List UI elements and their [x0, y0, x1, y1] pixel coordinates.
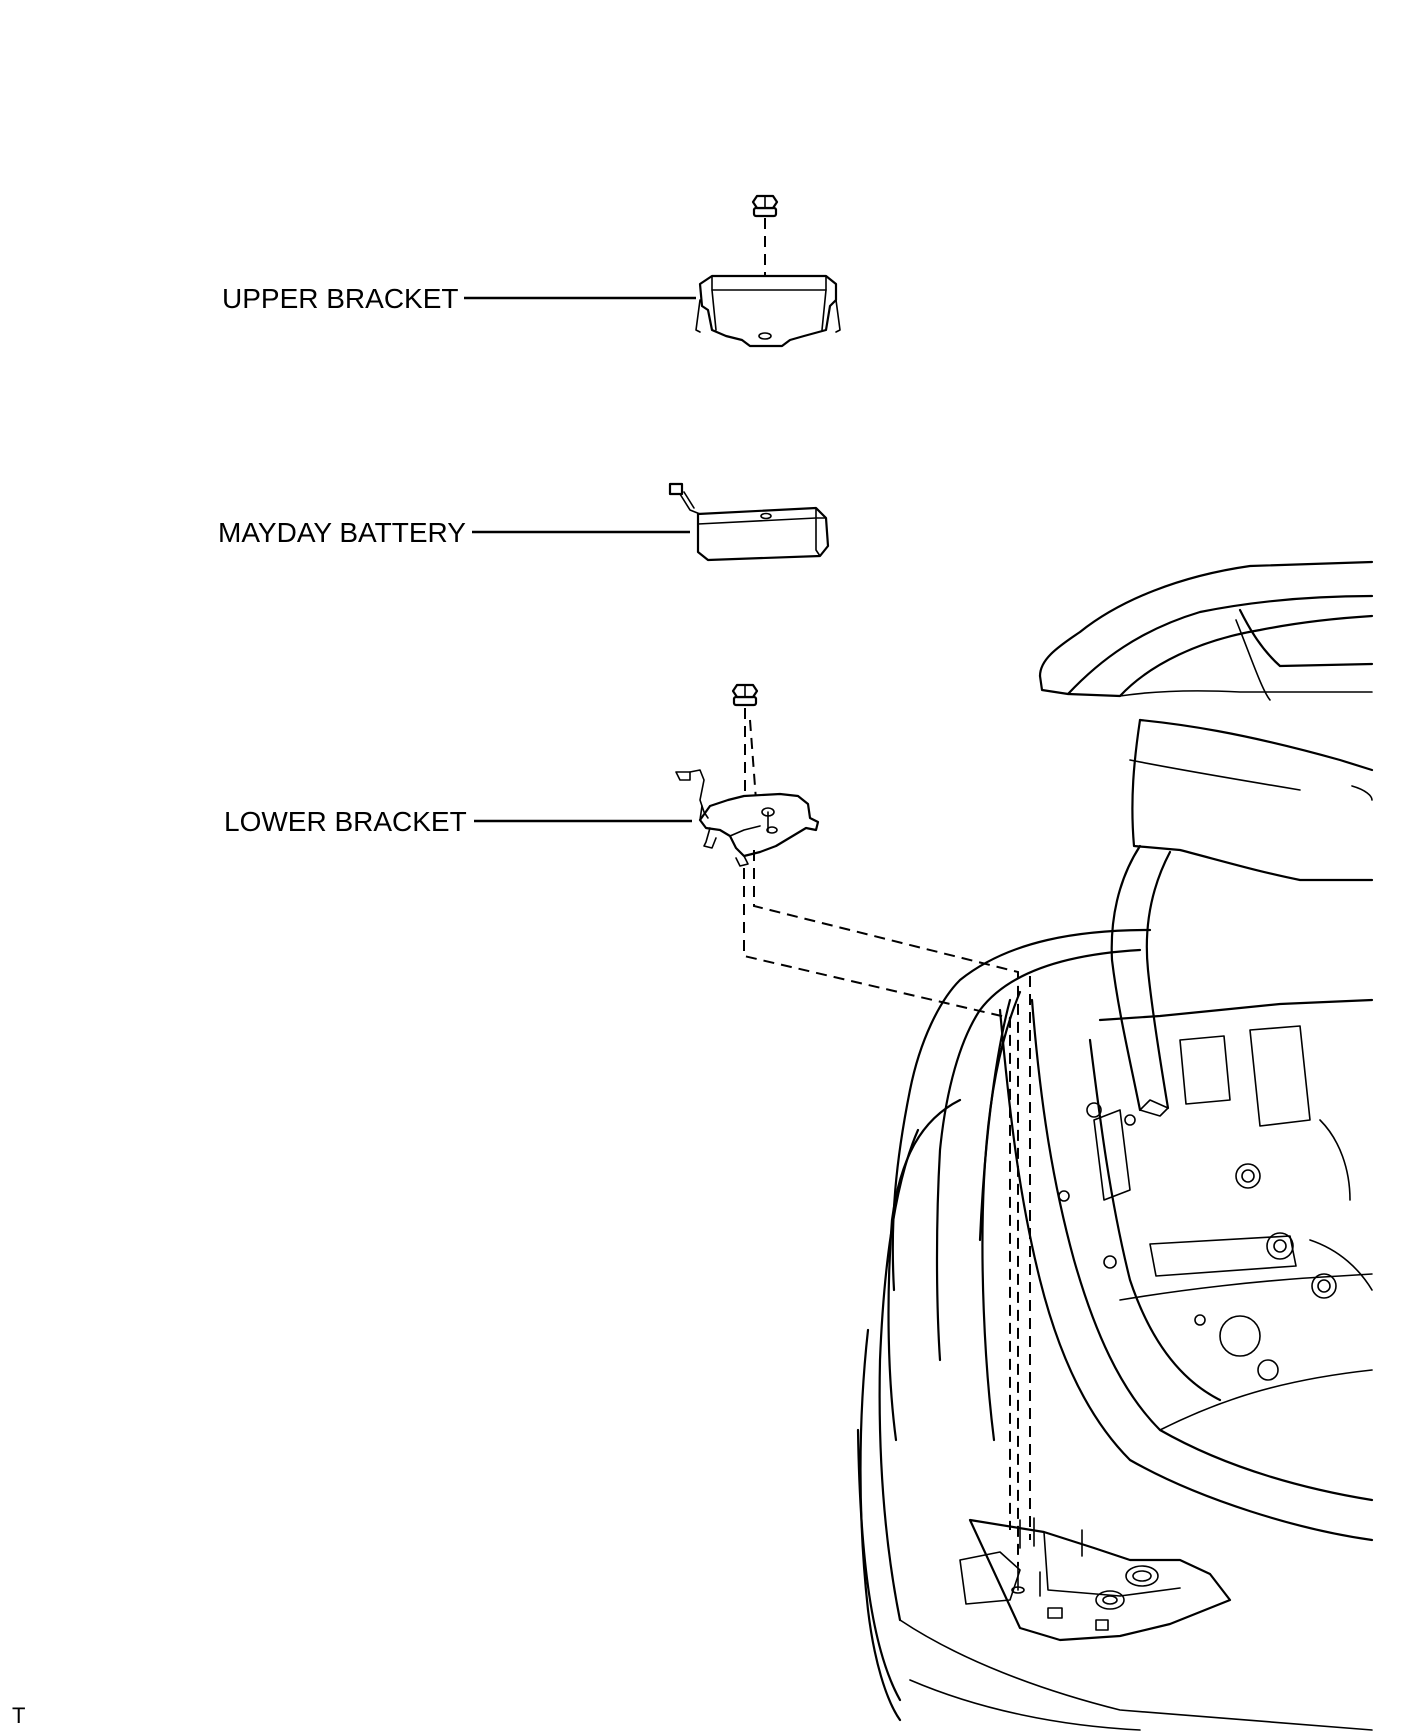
upper-bracket	[695, 274, 841, 348]
callout-lower-bracket: LOWER BRACKET	[224, 806, 692, 837]
corner-mark: T	[12, 1703, 25, 1728]
install-guide-line-b	[743, 868, 1011, 1530]
vehicle-rear-body	[856, 560, 1374, 1731]
upper-nut	[751, 194, 779, 218]
callout-mayday-battery: MAYDAY BATTERY	[218, 517, 690, 548]
label-upper-bracket: UPPER BRACKET	[222, 283, 459, 314]
install-guide-line-a	[753, 850, 1019, 1566]
callout-upper-bracket: UPPER BRACKET	[222, 283, 696, 314]
lower-nut-guide-line-2	[749, 719, 757, 801]
lower-bracket	[675, 769, 820, 867]
label-mayday-battery: MAYDAY BATTERY	[218, 517, 466, 548]
lower-nut	[731, 683, 759, 707]
label-lower-bracket: LOWER BRACKET	[224, 806, 467, 837]
mayday-battery	[668, 482, 830, 562]
